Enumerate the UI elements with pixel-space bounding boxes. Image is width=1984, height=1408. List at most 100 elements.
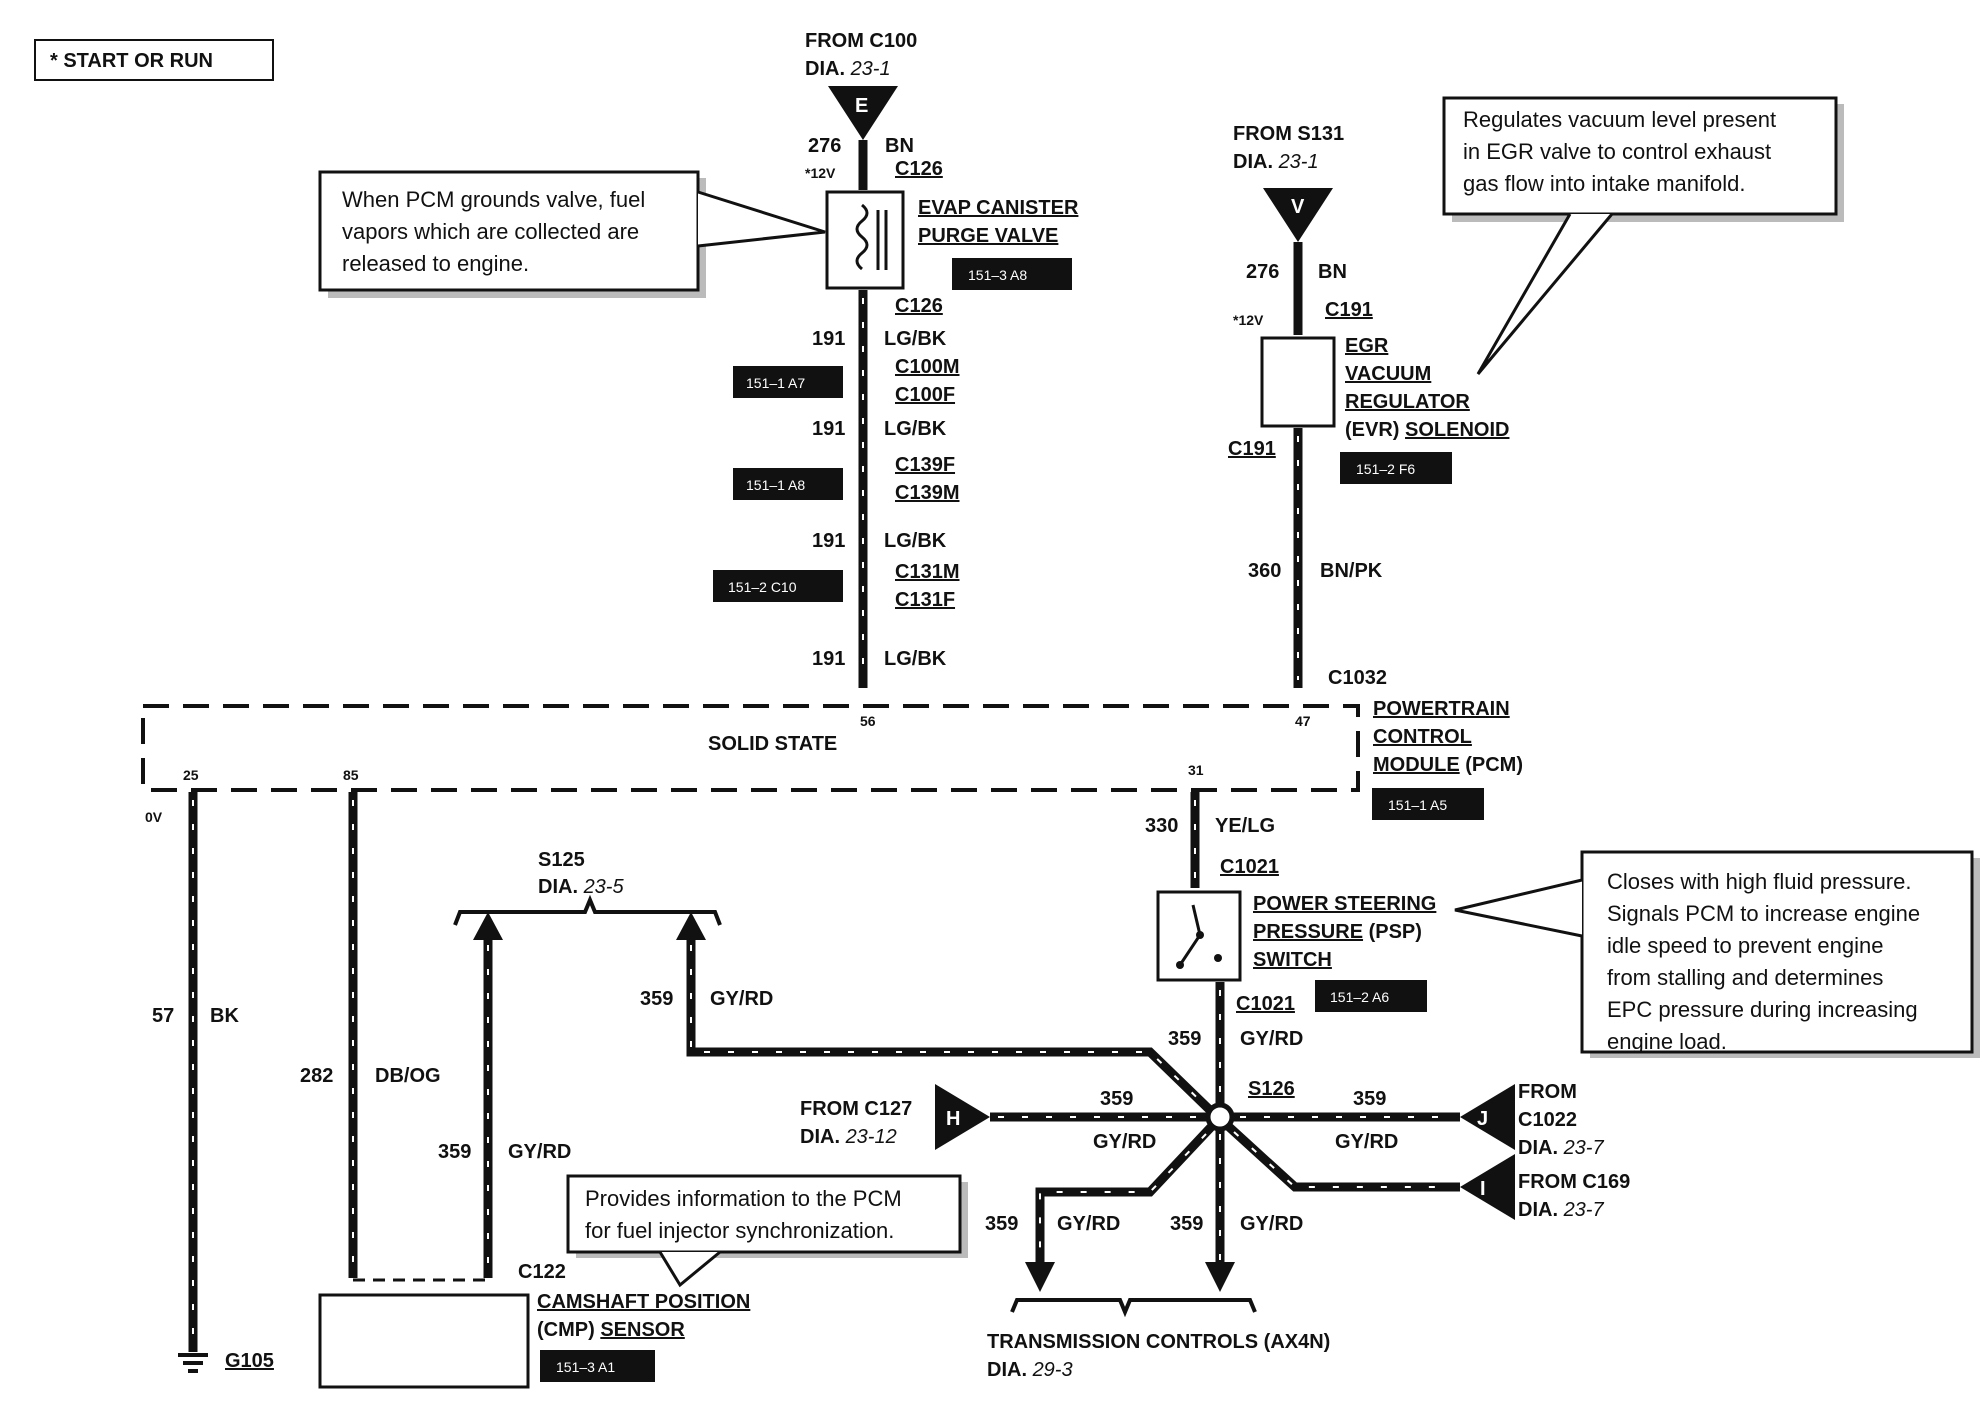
arrow-down-trans-right bbox=[1205, 1262, 1235, 1292]
connector-h-letter: H bbox=[946, 1108, 960, 1130]
connector-e-letter: E bbox=[855, 95, 868, 117]
s125-brace bbox=[453, 894, 722, 926]
splice-s126-node bbox=[1205, 1102, 1235, 1132]
c126b-label: C126 bbox=[895, 295, 943, 317]
dia-23-7-a: 23-7 bbox=[1563, 1137, 1605, 1159]
c122-label: C122 bbox=[518, 1261, 566, 1283]
note-cmp-line2: for fuel injector synchronization. bbox=[585, 1218, 894, 1243]
tag-151-3-a8-bg bbox=[952, 258, 1072, 290]
c1021-label: C1021 bbox=[1220, 856, 1279, 878]
tag-151-2-a6: 151–2 A6 bbox=[1330, 989, 1389, 1005]
color-gyrd-s125: GY/RD bbox=[710, 988, 773, 1010]
note-psp-line5: EPC pressure during increasing bbox=[1607, 997, 1918, 1022]
wire-191-label-b: 191 bbox=[812, 418, 845, 440]
wire-359-s125-label: 359 bbox=[640, 988, 673, 1010]
note-psp-line2: Signals PCM to increase engine bbox=[1607, 901, 1920, 926]
evr-name-line2: VACUUM bbox=[1345, 363, 1431, 385]
tag-151-1-a5-bg bbox=[1372, 788, 1484, 820]
tag-151-2-c10-bg bbox=[713, 570, 843, 602]
note-psp-line6: engine load. bbox=[1607, 1029, 1727, 1054]
color-bn-label: BN bbox=[885, 135, 914, 157]
wire-276-label: 276 bbox=[808, 135, 841, 157]
connector-j-letter: J bbox=[1477, 1108, 1488, 1130]
pin-25: 25 bbox=[183, 767, 199, 783]
note-evap-pointer bbox=[697, 190, 826, 248]
pcm-box bbox=[141, 704, 1360, 792]
color-gyrd-trans-left: GY/RD bbox=[1057, 1213, 1120, 1235]
legend-box bbox=[34, 39, 274, 81]
dia-23-5: 23-5 bbox=[583, 876, 625, 898]
pin-56: 56 bbox=[860, 713, 876, 729]
dia-label-c1022: DIA. 23-7 bbox=[1518, 1137, 1604, 1159]
trans-controls-label: TRANSMISSION CONTROLS (AX4N) bbox=[987, 1331, 1330, 1353]
tag-151-1-a7-bg bbox=[733, 366, 843, 398]
color-gyrd-trans-right: GY/RD bbox=[1240, 1213, 1303, 1235]
wire-359-trans-right-label: 359 bbox=[1170, 1213, 1203, 1235]
cmp-name-line1: CAMSHAFT POSITION bbox=[537, 1291, 750, 1313]
c1021b-label: C1021 bbox=[1236, 993, 1295, 1015]
tag-151-1-a8: 151–1 A8 bbox=[746, 477, 805, 493]
connector-h-shape bbox=[935, 1084, 990, 1150]
wire-330-label: 330 bbox=[1145, 815, 1178, 837]
c126-label: C126 bbox=[895, 158, 943, 180]
color-gyrd-cmp: GY/RD bbox=[508, 1141, 571, 1163]
note-egr-line1: Regulates vacuum level present bbox=[1463, 107, 1776, 132]
s126-label: S126 bbox=[1248, 1078, 1295, 1100]
dia-23-7-b: 23-7 bbox=[1563, 1199, 1605, 1221]
connector-v-letter: V bbox=[1291, 196, 1305, 218]
note-cmp-pointer bbox=[658, 1250, 721, 1288]
note-evap-line3: released to engine. bbox=[342, 251, 529, 276]
color-dbog-label: DB/OG bbox=[375, 1065, 441, 1087]
tag-151-2-f6: 151–2 F6 bbox=[1356, 461, 1415, 477]
pcm-name-line1: POWERTRAIN bbox=[1373, 698, 1510, 720]
tag-151-1-a7: 151–1 A7 bbox=[746, 375, 805, 391]
color-lgbk-d: LG/BK bbox=[884, 648, 947, 670]
cmp-name-line2: (CMP) SENSOR bbox=[537, 1319, 685, 1341]
note-psp-box bbox=[1580, 850, 1974, 1054]
tag-151-2-a6-bg bbox=[1315, 980, 1427, 1012]
dia-label-egr: DIA. 23-1 bbox=[1233, 151, 1319, 173]
dia-label-s125: DIA. 23-5 bbox=[538, 876, 624, 898]
color-bnpk-label: BN/PK bbox=[1320, 560, 1383, 582]
wire-276-egr-label: 276 bbox=[1246, 261, 1279, 283]
color-lgbk-a: LG/BK bbox=[884, 328, 947, 350]
plus-12v-egr: *12V bbox=[1233, 312, 1264, 328]
note-psp-line3: idle speed to prevent engine bbox=[1607, 933, 1883, 958]
from-label-j: FROM bbox=[1518, 1081, 1577, 1103]
tag-151-2-f6-bg bbox=[1340, 452, 1452, 484]
c139m-label: C139M bbox=[895, 482, 959, 504]
evap-name-line1: EVAP CANISTER bbox=[918, 197, 1079, 219]
dia-23-12: 23-12 bbox=[845, 1126, 897, 1148]
pcm-name-line2: CONTROL bbox=[1373, 726, 1472, 748]
zero-v: 0V bbox=[145, 809, 163, 825]
s125-label: S125 bbox=[538, 849, 585, 871]
arrow-up-s125 bbox=[676, 912, 706, 940]
connector-i-letter: I bbox=[1480, 1178, 1486, 1200]
note-egr-box bbox=[1442, 96, 1838, 216]
wire-191-label-a: 191 bbox=[812, 328, 845, 350]
wire-282-label: 282 bbox=[300, 1065, 333, 1087]
evap-name-line2: PURGE VALVE bbox=[918, 225, 1058, 247]
note-psp-pointer bbox=[1454, 878, 1583, 938]
note-egr-line2: in EGR valve to control exhaust bbox=[1463, 139, 1771, 164]
pin-47: 47 bbox=[1295, 713, 1311, 729]
note-evap-line1: When PCM grounds valve, fuel bbox=[342, 187, 645, 212]
connector-e-triangle bbox=[828, 86, 898, 140]
c191b-label: C191 bbox=[1228, 438, 1276, 460]
c100f-label: C100F bbox=[895, 384, 955, 406]
color-gyrd-psp: GY/RD bbox=[1240, 1028, 1303, 1050]
c131m-label: C131M bbox=[895, 561, 959, 583]
psp-name-line2: PRESSURE (PSP) bbox=[1253, 921, 1422, 943]
arrow-down-trans-left bbox=[1025, 1262, 1055, 1292]
dia-29-3: 29-3 bbox=[1032, 1359, 1073, 1381]
evr-name-line1: EGR bbox=[1345, 335, 1389, 357]
tag-151-3-a1: 151–3 A1 bbox=[556, 1359, 615, 1375]
note-evap-line2: vapors which are collected are bbox=[342, 219, 639, 244]
c100m-label: C100M bbox=[895, 356, 959, 378]
arrow-up-cmp bbox=[473, 912, 503, 940]
wire-359-cmp-label: 359 bbox=[438, 1141, 471, 1163]
pin-85: 85 bbox=[343, 767, 359, 783]
dia-23-1-egr: 23-1 bbox=[1278, 151, 1319, 173]
psp-name-line1: POWER STEERING bbox=[1253, 893, 1436, 915]
